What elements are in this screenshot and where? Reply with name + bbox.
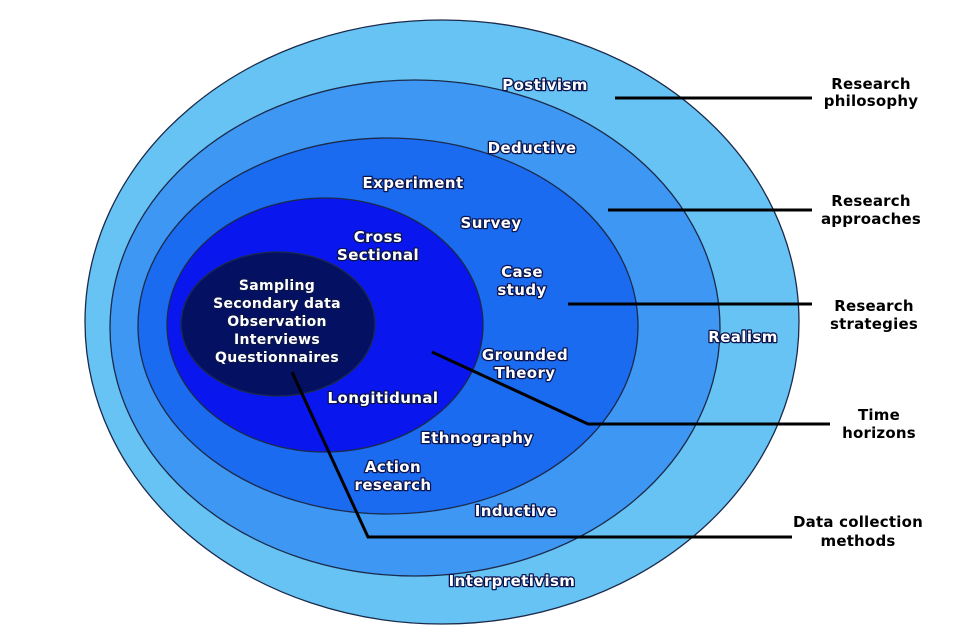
- label-questionnaires: Questionnaires: [215, 350, 339, 366]
- label-experiment: Experiment: [362, 174, 463, 192]
- label-action-research-line1: Action: [365, 458, 421, 476]
- label-inductive: Inductive: [475, 502, 557, 520]
- label-action-research-line2: research: [355, 476, 432, 494]
- ring-data-collection-core: [180, 251, 376, 397]
- label-sampling: Sampling: [239, 278, 315, 294]
- side-label-research-approaches-line1: Research: [831, 192, 911, 210]
- label-longitidunal: Longitidunal: [328, 389, 439, 407]
- label-interpretivism: Interpretivism: [449, 572, 576, 590]
- side-label-data-collection-line1: Data collection: [793, 513, 923, 531]
- label-realism: Realism: [708, 328, 778, 346]
- side-label-research-philosophy-line1: Research: [831, 75, 911, 93]
- label-postivism: Postivism: [502, 76, 588, 94]
- connector-data-collection: [290, 371, 792, 539]
- label-grounded-theory-line1: Grounded: [482, 346, 568, 364]
- side-label-time-horizons-line2: horizons: [842, 424, 916, 442]
- label-survey: Survey: [460, 214, 521, 232]
- side-label-research-strategies-line2: strategies: [830, 315, 918, 333]
- label-secondary-data: Secondary data: [213, 296, 341, 312]
- label-ethnography: Ethnography: [421, 429, 534, 447]
- side-label-research-strategies-line1: Research: [834, 297, 914, 315]
- connector-time-horizons: [431, 350, 830, 426]
- label-grounded-theory-line2: Theory: [495, 364, 556, 382]
- label-case-study-line2: study: [497, 281, 546, 299]
- label-cross-sectional-line1: Cross: [354, 228, 403, 246]
- side-label-research-philosophy-line2: philosophy: [824, 92, 918, 110]
- label-interviews: Interviews: [234, 332, 320, 348]
- label-cross-sectional-line2: Sectional: [337, 246, 419, 264]
- label-deductive: Deductive: [488, 139, 577, 157]
- side-label-time-horizons-line1: Time: [858, 406, 900, 424]
- side-label-research-approaches-line2: approaches: [821, 210, 921, 228]
- label-case-study-line1: Case: [501, 263, 543, 281]
- label-observation: Observation: [227, 314, 327, 330]
- side-label-data-collection-line2: methods: [820, 532, 895, 550]
